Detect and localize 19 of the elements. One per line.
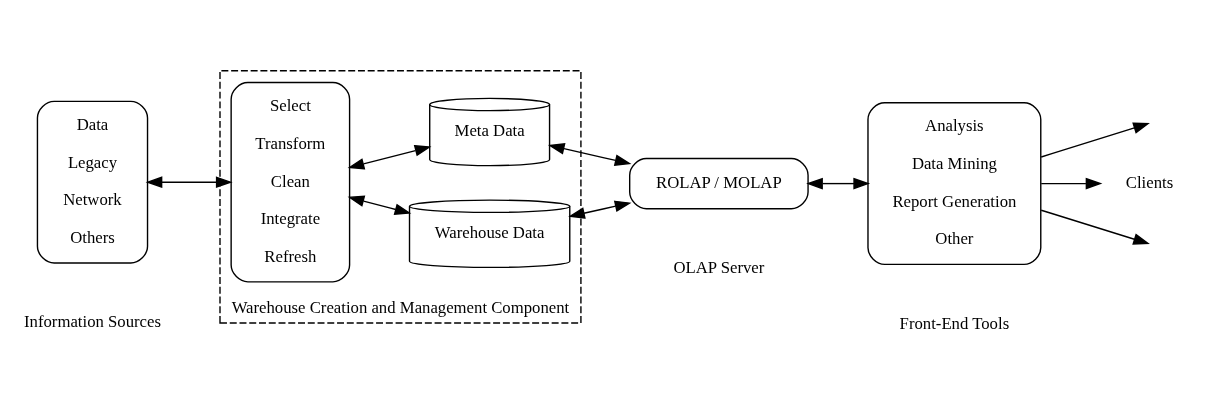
node-box: Data Legacy Network Others xyxy=(36,100,149,264)
arrow xyxy=(1040,122,1150,158)
arrow xyxy=(1040,177,1103,190)
arrow xyxy=(347,145,432,170)
arrow xyxy=(806,177,871,190)
node-label: Information Sources xyxy=(24,312,161,332)
node-label: OLAP Server xyxy=(673,257,765,277)
node-box: ROLAP / MOLAP xyxy=(629,157,809,210)
node-text: Clients xyxy=(1125,172,1174,192)
cluster xyxy=(219,70,582,324)
arrow xyxy=(145,176,233,189)
node-label: Warehouse Creation and Management Component xyxy=(231,297,570,317)
node-label: Front-End Tools xyxy=(899,313,1010,333)
arrow xyxy=(347,195,412,215)
arrow xyxy=(568,200,632,219)
arrow xyxy=(1040,209,1150,245)
node-box: Select Transform Clean Integrate Refresh xyxy=(230,81,351,283)
node-box: Analysis Data Mining Report Generation Other xyxy=(867,102,1042,266)
arrow xyxy=(547,142,632,166)
